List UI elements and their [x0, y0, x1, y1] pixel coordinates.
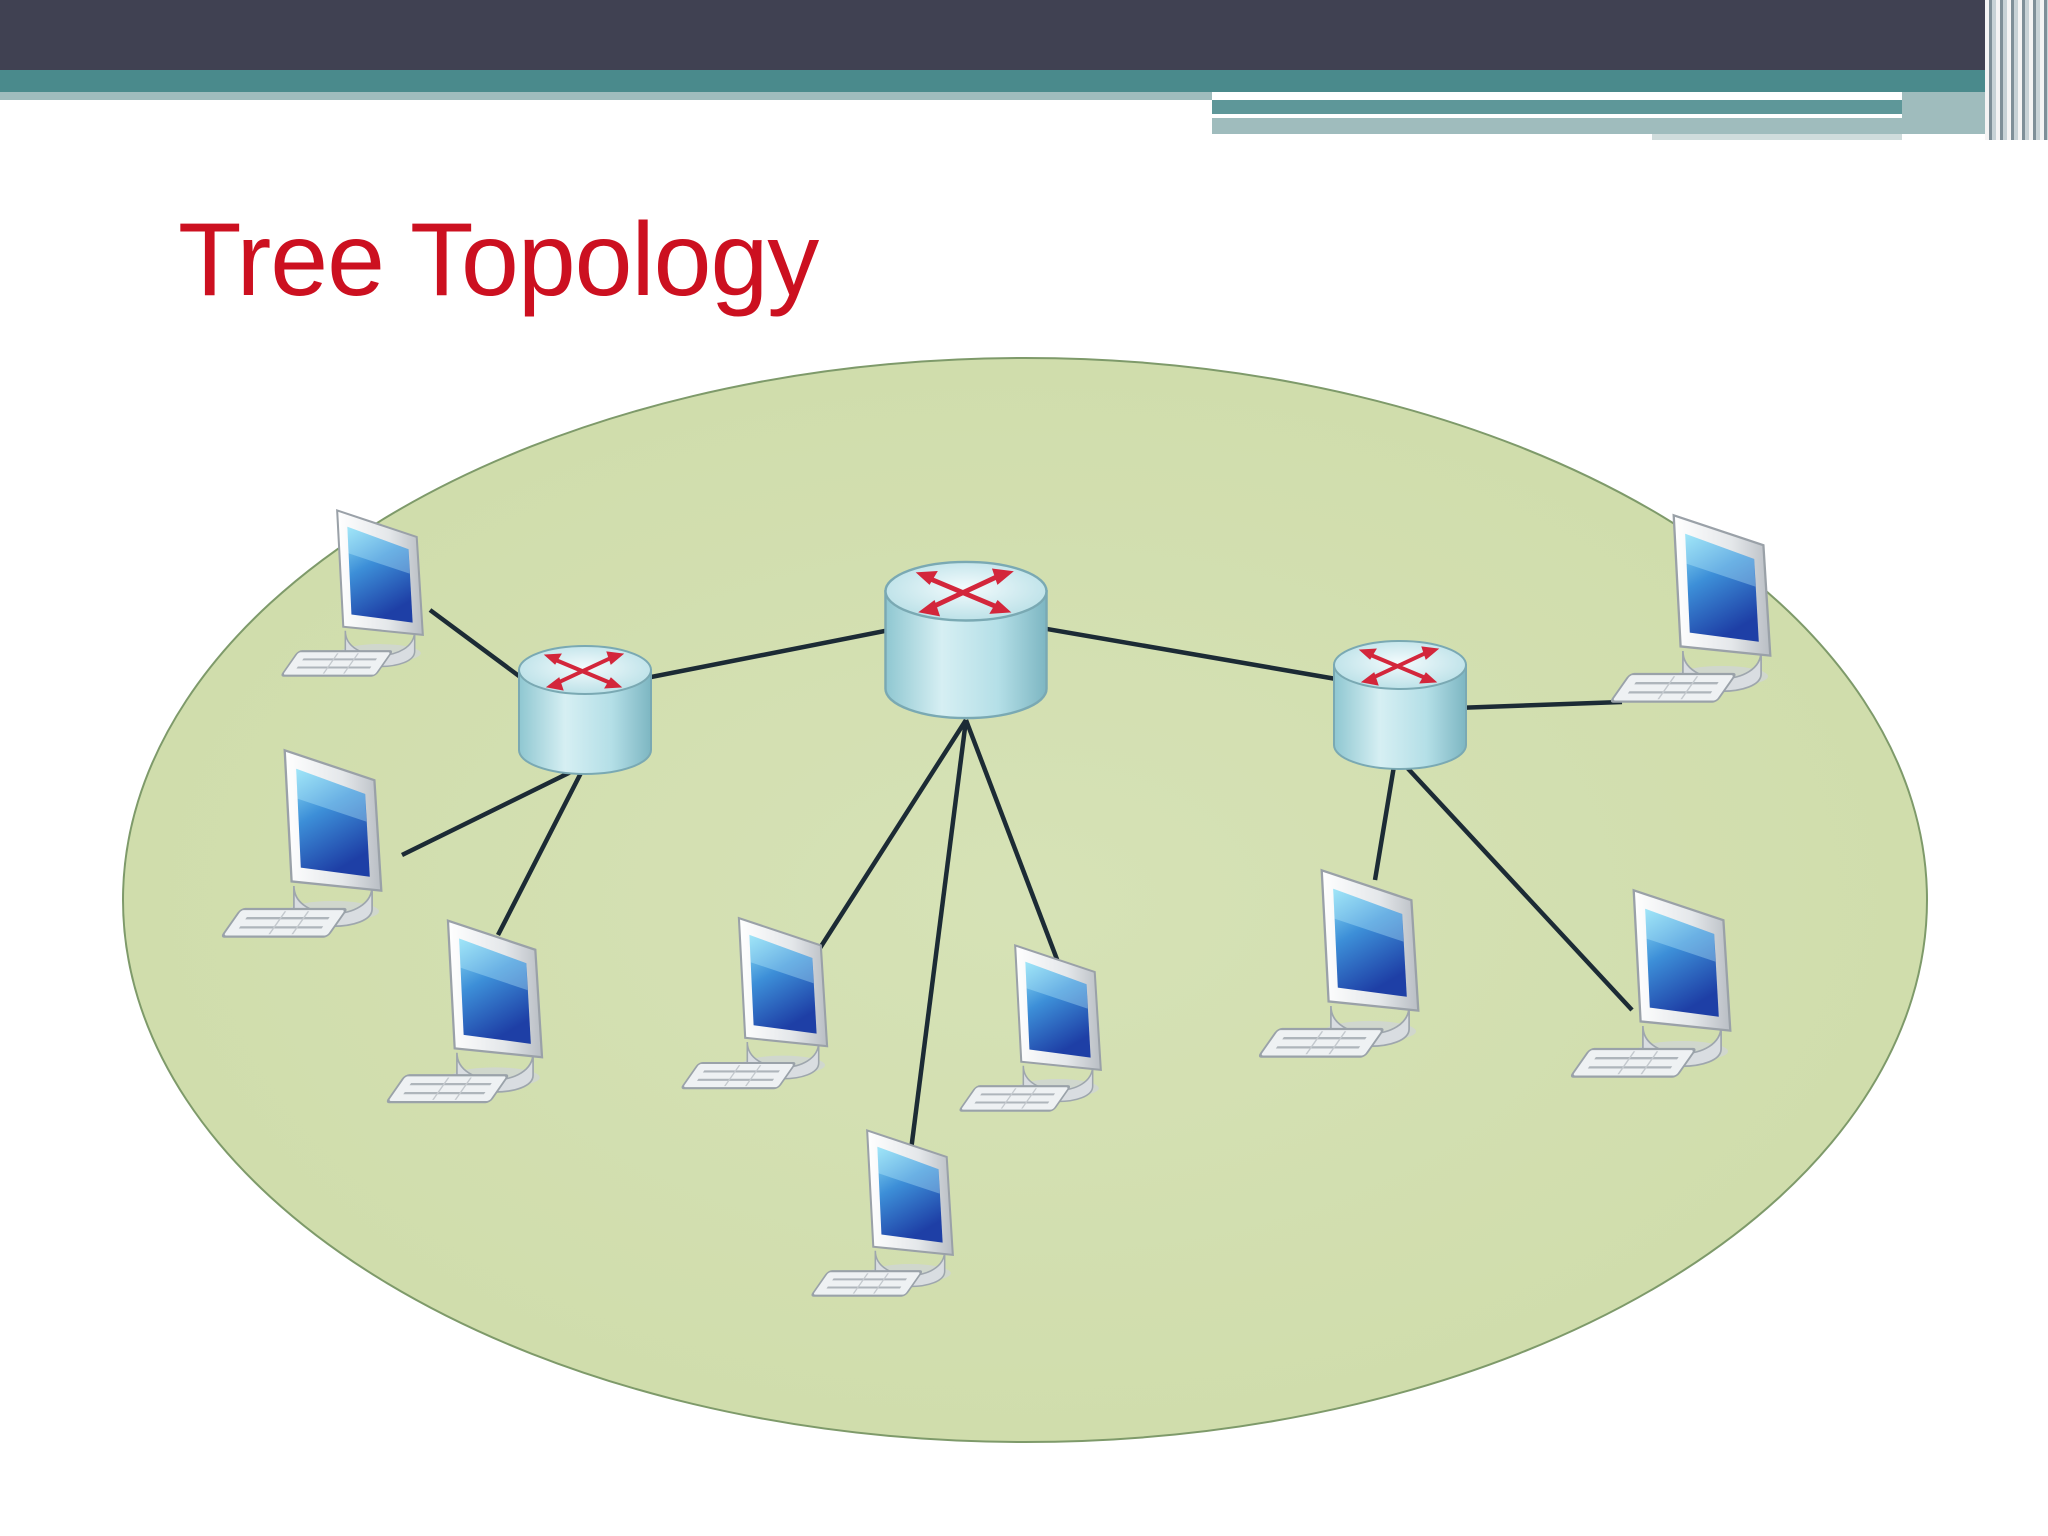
accent-line [1652, 134, 1902, 140]
link-right-pc9 [1372, 759, 1398, 881]
accent-line [0, 92, 1212, 100]
link-root-pc5 [818, 718, 968, 950]
link-root-pc7 [963, 719, 1061, 963]
switch-left [517, 644, 653, 776]
link-left-pc3 [495, 763, 588, 937]
accent-line [1902, 92, 1985, 134]
slide-title: Tree Topology [178, 202, 819, 318]
edge-stripes [1985, 0, 2048, 140]
network-switch-icon [517, 644, 653, 776]
network-region [122, 357, 1928, 1443]
link-root-pc6 [907, 719, 969, 1159]
switch-right [1332, 639, 1468, 771]
header-bar [0, 0, 2048, 70]
network-switch-icon [885, 562, 1046, 718]
accent-line [1212, 114, 1902, 118]
accent-line [1212, 100, 1902, 114]
network-switch-icon [1332, 639, 1468, 771]
switch-root [885, 562, 1046, 718]
accent-bar [0, 70, 2048, 92]
accent-line [1212, 118, 1902, 134]
link-left-pc2 [401, 762, 586, 858]
link-right-pc10 [1398, 758, 1634, 1012]
